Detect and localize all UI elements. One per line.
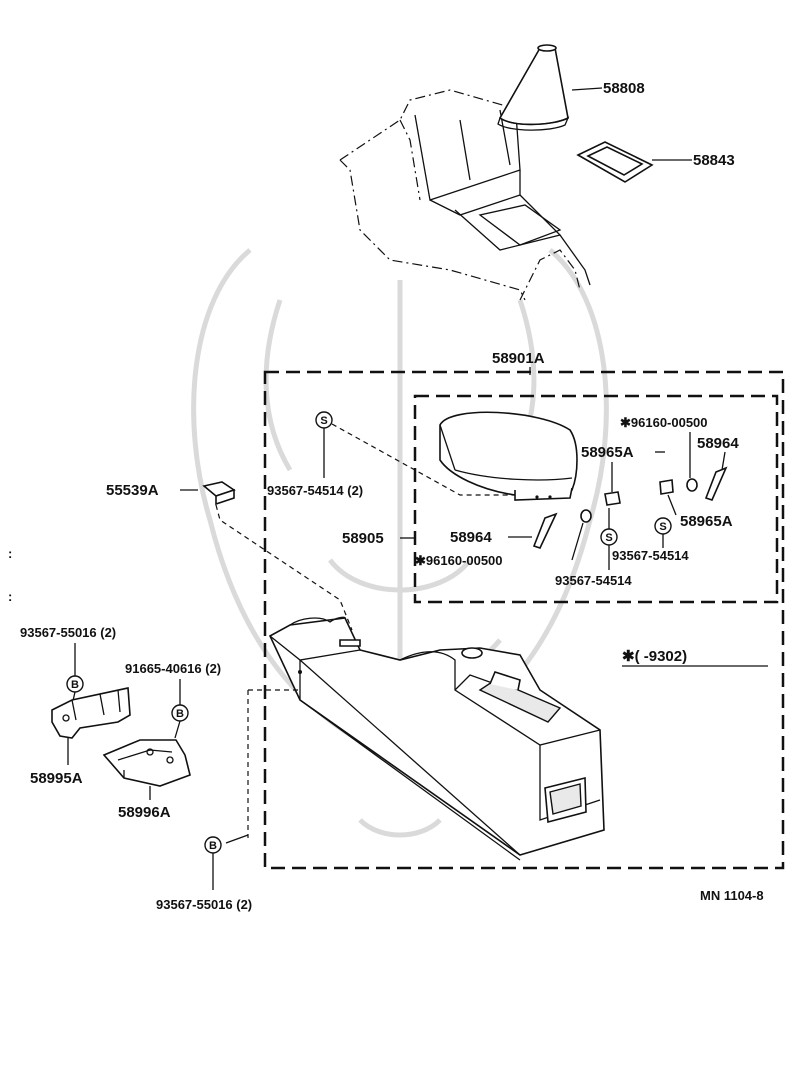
label-58965A-a: 58965A (581, 444, 634, 461)
label-58965A-b: 58965A (680, 513, 733, 530)
diagram-reference-code: MN 1104-8 (700, 888, 764, 903)
label-96160-00500-a: ✱96160-00500 (620, 415, 708, 430)
label-58843: 58843 (693, 152, 735, 169)
label-date-range: ✱( -9302) (622, 648, 687, 665)
label-93567-55016-bottom: 93567-55016 (2) (156, 897, 252, 912)
label-58808: 58808 (603, 80, 645, 97)
part-58808-shift-boot[interactable] (497, 44, 570, 131)
label-58964-a: 58964 (697, 435, 739, 452)
part-58843-bezel[interactable] (576, 141, 654, 183)
part-58996A-bracket[interactable] (102, 739, 191, 787)
part-58995A-bracket[interactable] (51, 687, 131, 739)
assembly-box-58905 (413, 394, 779, 604)
part-58964-hinge-a[interactable] (704, 466, 728, 501)
part-96160-00500-clip-b[interactable] (580, 509, 592, 523)
bolt-symbol-b-right: B (171, 704, 189, 722)
label-58964-b: 58964 (450, 529, 492, 546)
part-58905-armrest-lid[interactable] (439, 411, 578, 501)
screw-symbol-s-top: S (315, 411, 333, 429)
svg-text:B: B (176, 708, 184, 720)
svg-text:S: S (320, 415, 327, 427)
label-58996A: 58996A (118, 804, 171, 821)
label-93567-54514-b: 93567-54514 (555, 573, 632, 588)
svg-text:B: B (209, 840, 217, 852)
edge-mark-2: : (8, 589, 12, 604)
label-91665-40616: 91665-40616 (2) (125, 661, 221, 676)
svg-text:S: S (605, 532, 612, 544)
screw-symbol-s-right: S (654, 517, 672, 535)
screw-symbol-s-center: S (600, 528, 618, 546)
assembly-box-58901A (263, 370, 785, 870)
label-58995A: 58995A (30, 770, 83, 787)
label-58905: 58905 (342, 530, 384, 547)
label-58901A: 58901A (492, 350, 545, 367)
part-58965A-stopper-a[interactable] (604, 491, 621, 506)
edge-mark-1: : (8, 546, 12, 561)
part-58964-hinge-b[interactable] (532, 512, 558, 549)
bolt-symbol-b-left: B (66, 675, 84, 693)
label-93567-55016-top: 93567-55016 (2) (20, 625, 116, 640)
upper-console-outline (339, 89, 591, 301)
label-93567-54514-2: 93567-54514 (2) (267, 483, 363, 498)
svg-text:S: S (659, 521, 666, 533)
svg-text:B: B (71, 679, 79, 691)
label-93567-54514-a: 93567-54514 (612, 548, 689, 563)
bolt-symbol-b-bottom: B (204, 836, 222, 854)
label-55539A: 55539A (106, 482, 159, 499)
part-96160-00500-clip-a[interactable] (686, 478, 698, 492)
part-58965A-stopper-b[interactable] (659, 479, 674, 495)
part-58901A-console-body[interactable] (268, 616, 605, 861)
label-96160-00500-b: ✱96160-00500 (415, 553, 503, 568)
